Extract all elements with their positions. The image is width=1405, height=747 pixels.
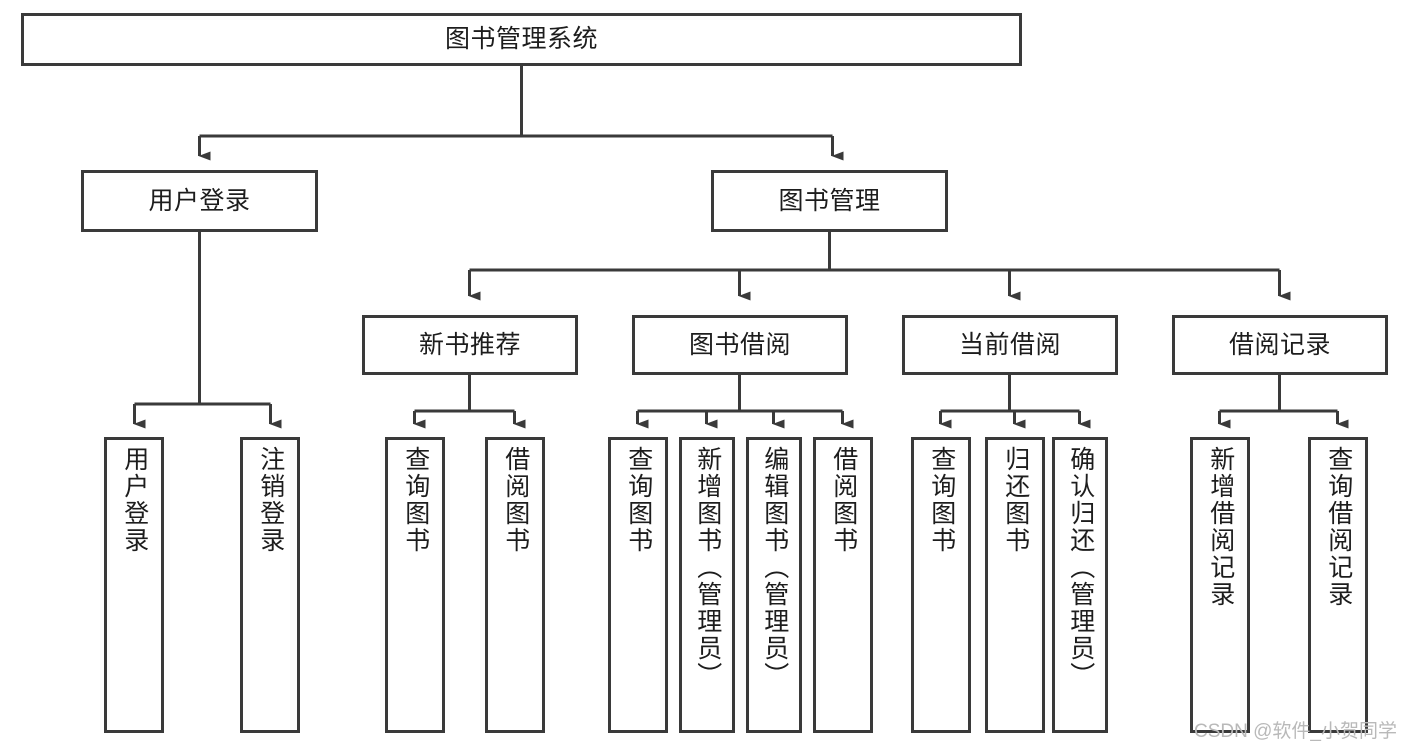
node-book-borrow[interactable]: 图书借阅 [632,315,848,375]
node-current-borrow[interactable]: 当前借阅 [902,315,1118,375]
node-leaf-query-borrow-record[interactable]: 查询借阅记录 [1308,437,1368,733]
csdn-watermark: CSDN @软件_小贺同学 [1194,721,1397,742]
node-leaf-query-book-cur[interactable]: 查询图书 [911,437,971,733]
node-leaf-user-login-label: 用户登录 [120,446,149,554]
node-leaf-confirm-return-admin-label: 确认归还（管理员） [1066,446,1095,689]
node-book-borrow-label: 图书借阅 [688,330,791,359]
node-leaf-borrow-book-bor-label: 借阅图书 [829,446,858,554]
node-leaf-edit-book-admin-label: 编辑图书（管理员） [760,446,789,689]
node-borrow-records-label: 借阅记录 [1228,330,1331,359]
node-leaf-user-login[interactable]: 用户登录 [104,437,164,733]
node-leaf-borrow-book-rec[interactable]: 借阅图书 [485,437,545,733]
node-user-login[interactable]: 用户登录 [81,170,318,232]
node-leaf-borrow-book-bor[interactable]: 借阅图书 [813,437,873,733]
node-leaf-query-book-rec-label: 查询图书 [401,446,430,554]
node-leaf-logout[interactable]: 注销登录 [240,437,300,733]
node-leaf-logout-label: 注销登录 [256,446,285,554]
node-root[interactable]: 图书管理系统 [21,13,1022,66]
node-user-login-label: 用户登录 [148,186,251,215]
node-current-borrow-label: 当前借阅 [958,330,1061,359]
node-leaf-query-borrow-record-label: 查询借阅记录 [1324,446,1353,608]
node-new-book-recommend-label: 新书推荐 [418,330,521,359]
node-leaf-query-book-bor-label: 查询图书 [624,446,653,554]
node-leaf-query-book-cur-label: 查询图书 [927,446,956,554]
node-book-manage[interactable]: 图书管理 [711,170,948,232]
node-leaf-query-book-bor[interactable]: 查询图书 [608,437,668,733]
node-leaf-add-borrow-record-label: 新增借阅记录 [1206,446,1235,608]
node-book-manage-label: 图书管理 [778,186,881,215]
node-new-book-recommend[interactable]: 新书推荐 [362,315,578,375]
node-leaf-add-book-admin[interactable]: 新增图书（管理员） [679,437,735,733]
node-borrow-records[interactable]: 借阅记录 [1172,315,1388,375]
node-root-label: 图书管理系统 [444,25,598,54]
node-leaf-add-borrow-record[interactable]: 新增借阅记录 [1190,437,1250,733]
node-leaf-borrow-book-rec-label: 借阅图书 [501,446,530,554]
node-leaf-add-book-admin-label: 新增图书（管理员） [693,446,722,689]
node-leaf-edit-book-admin[interactable]: 编辑图书（管理员） [746,437,802,733]
node-leaf-return-book[interactable]: 归还图书 [985,437,1045,733]
node-leaf-return-book-label: 归还图书 [1001,446,1030,554]
node-leaf-confirm-return-admin[interactable]: 确认归还（管理员） [1052,437,1108,733]
node-leaf-query-book-rec[interactable]: 查询图书 [385,437,445,733]
